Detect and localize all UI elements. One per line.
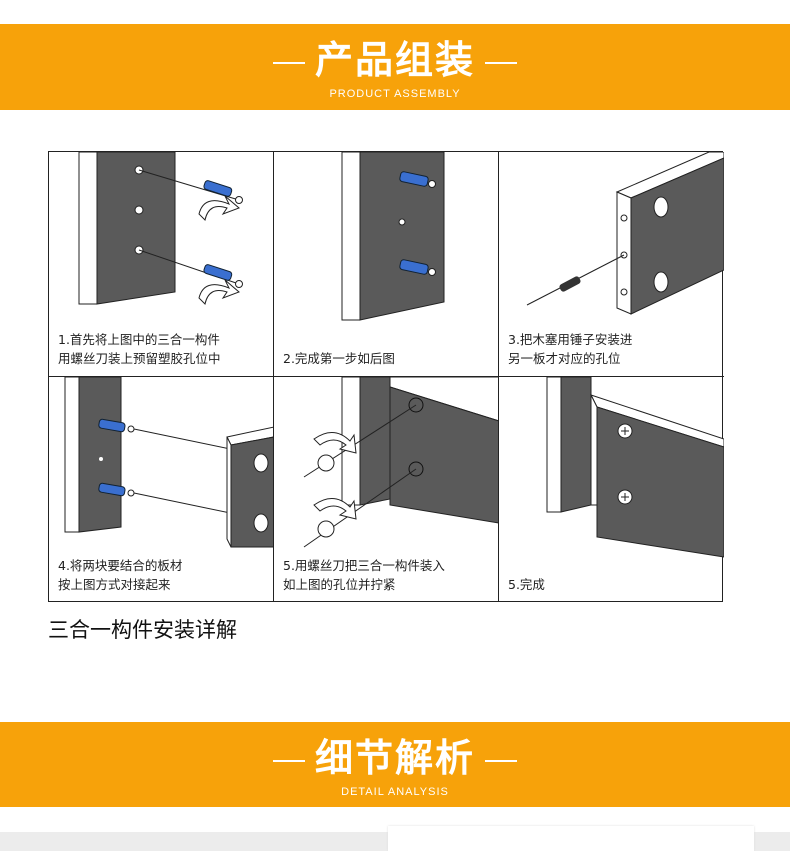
- rotate-arrow-icon: [313, 432, 357, 454]
- caption-line: 1.首先将上图中的三合一构件: [58, 332, 220, 347]
- step-1-panel: 1.首先将上图中的三合一构件 用螺丝刀装上预留塑胶孔位中: [49, 152, 274, 377]
- connector-icon: [203, 180, 243, 204]
- detail-image-card: [388, 826, 754, 851]
- step-4-caption: 4.将两块要结合的板材 按上图方式对接起来: [58, 556, 269, 594]
- step-2-caption: 2.完成第一步如后图: [283, 349, 494, 368]
- caption-line: 3.把木塞用锤子安装进: [508, 332, 633, 347]
- step-5-caption: 5.用螺丝刀把三合一构件装入 如上图的孔位并拧紧: [283, 556, 494, 594]
- step-6-panel: 5.完成: [499, 377, 724, 602]
- wood-dowel-icon: [559, 276, 581, 292]
- step-3-panel: 3.把木塞用锤子安装进 另一板才对应的孔位: [499, 152, 724, 377]
- step-6-illustration: [546, 377, 724, 558]
- caption-line: 2.完成第一步如后图: [283, 351, 395, 366]
- step-5-panel: 5.用螺丝刀把三合一构件装入 如上图的孔位并拧紧: [274, 377, 499, 602]
- step-2-illustration: [341, 152, 445, 321]
- title-dash-right: [485, 61, 517, 64]
- caption-line: 5.用螺丝刀把三合一构件装入: [283, 558, 445, 573]
- detail-subtitle: DETAIL ANALYSIS: [341, 786, 449, 798]
- header-banner: 产品组装 PRODUCT ASSEMBLY: [0, 24, 790, 110]
- header-title-row: 产品组装: [0, 38, 790, 82]
- connector-icon: [98, 482, 135, 497]
- step-4-illustration: [64, 377, 273, 548]
- rotate-arrow-icon: [198, 195, 240, 221]
- caption-line: 用螺丝刀装上预留塑胶孔位中: [58, 351, 221, 366]
- connector-icon: [399, 259, 436, 276]
- connector-icon: [399, 171, 436, 188]
- step-3-caption: 3.把木塞用锤子安装进 另一板才对应的孔位: [508, 330, 720, 368]
- title-dash-left: [272, 759, 305, 762]
- rotate-arrow-icon: [198, 279, 240, 305]
- caption-line: 如上图的孔位并拧紧: [283, 577, 396, 592]
- caption-line: 5.完成: [508, 577, 545, 592]
- header-title: 产品组装: [314, 38, 475, 82]
- step-4-panel: 4.将两块要结合的板材 按上图方式对接起来: [49, 377, 274, 602]
- caption-line: 另一板才对应的孔位: [508, 351, 621, 366]
- detail-banner: 细节解析 DETAIL ANALYSIS: [0, 722, 790, 807]
- rotate-arrow-icon: [313, 498, 357, 520]
- header-subtitle: PRODUCT ASSEMBLY: [329, 88, 461, 100]
- screw-head-icon: [317, 454, 335, 472]
- title-dash-right: [485, 759, 517, 762]
- screw-head-icon: [317, 520, 335, 538]
- step-2-panel: 2.完成第一步如后图: [274, 152, 499, 377]
- step-5-illustration: [303, 377, 498, 548]
- section-title: 三合一构件安装详解: [48, 618, 237, 642]
- caption-line: 4.将两块要结合的板材: [58, 558, 183, 573]
- step-1-caption: 1.首先将上图中的三合一构件 用螺丝刀装上预留塑胶孔位中: [58, 330, 269, 368]
- caption-line: 按上图方式对接起来: [58, 577, 171, 592]
- title-dash-left: [272, 61, 305, 64]
- step-1-illustration: [78, 152, 243, 305]
- detail-title-row: 细节解析: [0, 736, 790, 780]
- connector-icon: [203, 264, 243, 288]
- step-3-illustration: [526, 152, 724, 315]
- step-6-caption: 5.完成: [508, 575, 720, 594]
- assembly-steps-grid: 1.首先将上图中的三合一构件 用螺丝刀装上预留塑胶孔位中 2.完成第一步如后图: [48, 151, 724, 602]
- detail-title: 细节解析: [314, 736, 475, 780]
